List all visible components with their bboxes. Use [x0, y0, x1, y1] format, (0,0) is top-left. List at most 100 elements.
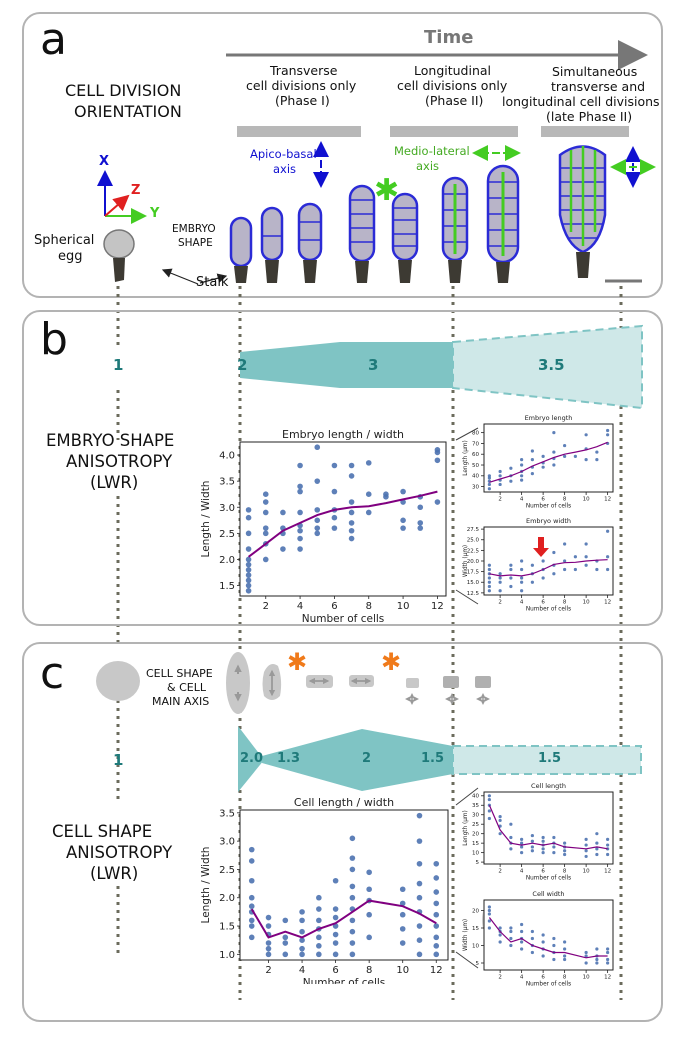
data-point: [563, 567, 567, 572]
data-point: [417, 525, 424, 531]
data-point: [487, 482, 491, 487]
x-tick-label: 2: [263, 601, 269, 612]
data-point: [530, 563, 534, 567]
data-point: [498, 576, 502, 580]
data-point: [487, 589, 491, 593]
data-point: [416, 937, 423, 943]
data-point: [552, 450, 556, 454]
data-point: [331, 462, 338, 469]
data-point: [595, 841, 599, 845]
data-point: [563, 443, 567, 448]
data-point: [487, 474, 491, 478]
data-point: [332, 906, 339, 912]
y-tick-label: 40: [472, 794, 479, 800]
data-point: [498, 933, 502, 937]
data-point: [416, 923, 423, 929]
y-tick-label: 80: [472, 431, 479, 437]
data-point: [487, 809, 491, 813]
data-point: [606, 529, 610, 533]
egg-label-1: Spherical: [34, 233, 95, 248]
data-point: [541, 454, 545, 458]
x-tick-label: 2: [498, 600, 502, 606]
medio-lateral-label-1: Medio-lateral: [394, 144, 470, 158]
data-point: [487, 567, 491, 572]
data-point: [487, 905, 491, 909]
data-point: [314, 530, 321, 537]
y-tick-label: 35: [472, 803, 479, 809]
data-point: [262, 499, 269, 505]
data-point: [595, 961, 599, 965]
data-point: [520, 940, 524, 944]
data-point: [332, 940, 339, 946]
phase3-line1: Simultaneous: [552, 64, 638, 79]
cell-band-value-6: 1.5: [538, 751, 562, 766]
data-point: [606, 555, 610, 559]
data-point: [584, 950, 588, 955]
y-tick-label: 3.5: [219, 808, 235, 819]
x-tick-label: 2: [498, 975, 502, 981]
data-point: [498, 940, 502, 944]
data-point: [400, 517, 406, 524]
y-tick-label: 17.5: [467, 570, 480, 576]
data-point: [563, 841, 567, 845]
data-point: [520, 589, 524, 593]
plot-frame: [239, 441, 447, 597]
y-tick-label: 12.5: [467, 591, 480, 597]
data-point: [552, 835, 556, 840]
data-point: [365, 509, 372, 516]
data-point: [282, 917, 289, 924]
data-point: [366, 934, 372, 941]
data-point: [348, 473, 355, 479]
data-point: [245, 561, 252, 568]
data-point: [299, 909, 305, 915]
data-point: [509, 563, 513, 567]
y-tick-label: 20: [472, 908, 479, 914]
embryo-band-value-4: 3.5: [538, 356, 565, 374]
data-point: [349, 940, 356, 946]
data-point: [331, 514, 338, 521]
y-tick-label: 70: [472, 441, 479, 447]
data-point: [520, 929, 524, 934]
data-point: [433, 889, 440, 895]
data-point: [416, 812, 423, 819]
phase3-line3: longitudinal cell divisions: [502, 94, 660, 109]
data-point: [584, 433, 588, 437]
x-tick-label: 10: [583, 600, 590, 606]
data-point: [563, 940, 567, 944]
cell-shape-label-3: MAIN AXIS: [152, 695, 210, 708]
chart-title: Embryo length: [525, 414, 573, 422]
y-tick-label: 10: [472, 943, 479, 949]
data-point: [280, 509, 286, 516]
x-tick-label: 2: [498, 497, 502, 503]
phase1-line3: (Phase I): [275, 93, 330, 108]
embryo-band-value-3: 3: [368, 356, 379, 374]
data-point: [606, 567, 610, 572]
data-point: [595, 567, 599, 572]
x-tick-label: 12: [604, 975, 611, 981]
data-point: [552, 845, 556, 849]
data-point: [595, 847, 599, 851]
trend-line: [488, 805, 608, 850]
data-point: [262, 556, 269, 563]
data-point: [606, 961, 610, 965]
data-point: [487, 919, 491, 923]
data-point: [520, 841, 524, 845]
data-point: [262, 525, 269, 531]
x-tick-label: 4: [520, 975, 524, 981]
data-point: [487, 584, 491, 589]
x-tick-label: 10: [583, 975, 590, 981]
data-point: [487, 926, 491, 930]
data-point: [552, 936, 556, 941]
data-point: [316, 943, 322, 949]
x-tick-label: 8: [563, 497, 567, 503]
x-tick-label: 2: [265, 965, 271, 976]
data-point: [530, 845, 534, 849]
data-point: [399, 926, 406, 932]
data-point: [399, 886, 406, 893]
data-point: [366, 886, 372, 893]
data-point: [509, 929, 513, 934]
data-point: [606, 950, 610, 955]
x-tick-label: 6: [332, 965, 338, 976]
phase3-line4: (late Phase II): [546, 109, 633, 124]
